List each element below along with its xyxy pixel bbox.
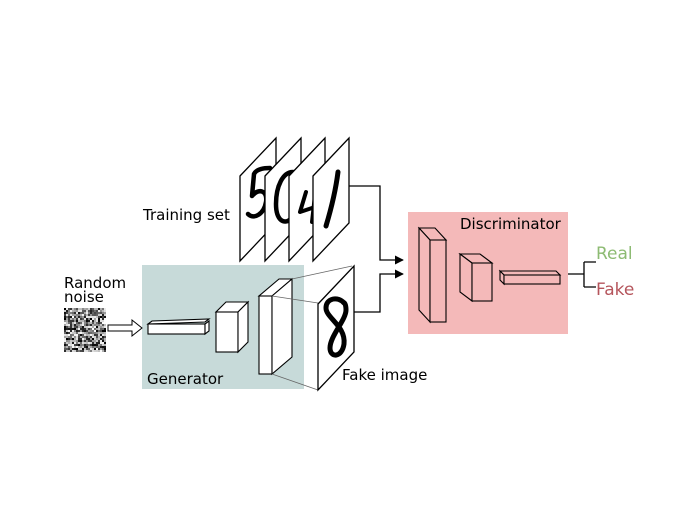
output-bracket (568, 261, 596, 288)
real-label: Real (596, 244, 633, 264)
generator-block-2 (214, 300, 250, 354)
discriminator-block-2 (458, 252, 494, 303)
fake-digit-8 (323, 296, 349, 358)
training-digit-1 (323, 169, 341, 229)
training-card-4 (312, 136, 350, 263)
random-noise-label-line1: Random (64, 274, 126, 292)
discriminator-block-3 (498, 269, 562, 286)
training-connector (349, 185, 404, 265)
fake-label: Fake (596, 280, 634, 300)
training-set-cards (239, 136, 350, 263)
generator-block-3 (257, 277, 294, 376)
random-noise-label-line2: noise (64, 288, 104, 306)
noise-image (64, 308, 106, 352)
discriminator-label: Discriminator (460, 215, 562, 233)
generator-block-1 (146, 318, 211, 336)
projection-lines (271, 265, 353, 391)
discriminator-block-1 (417, 226, 448, 324)
generator-label: Generator (147, 370, 224, 388)
fake-image-card (317, 264, 355, 392)
training-digit-0 (273, 169, 296, 224)
training-digit-5 (245, 165, 273, 219)
fake-image-label: Fake image (342, 366, 427, 384)
fake-connector (354, 269, 404, 313)
training-set-label: Training set (142, 206, 230, 224)
noise-input-arrow (107, 318, 143, 338)
